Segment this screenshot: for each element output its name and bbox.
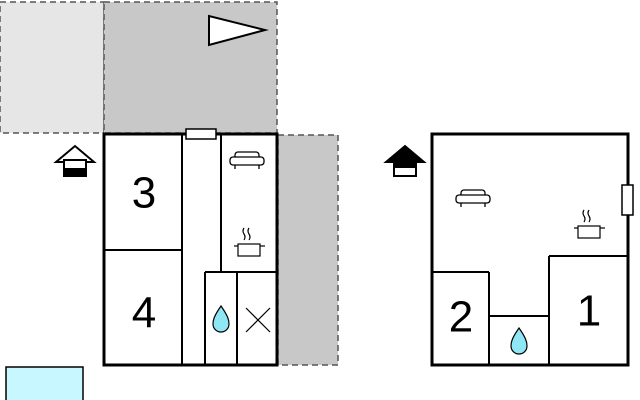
house-entrance-icon: [53, 144, 97, 177]
side-terrace-area: [277, 134, 339, 366]
ground-floor-plan: 3 4: [102, 128, 279, 367]
x-mark-icon: [245, 307, 271, 333]
room-number-label: 2: [449, 293, 473, 342]
room-number-label: 4: [132, 289, 156, 338]
house-entrance-icon: [383, 144, 427, 177]
room-number-label: 3: [132, 169, 156, 218]
sofa-icon: [229, 151, 265, 169]
window: [621, 184, 634, 216]
room-number-label: 1: [577, 287, 601, 336]
pool: [5, 366, 84, 400]
sofa-icon: [455, 189, 491, 207]
water-drop-icon: [212, 304, 230, 333]
water-drop-icon: [510, 326, 528, 355]
cooking-pot-icon: [574, 209, 605, 239]
window: [185, 128, 217, 140]
north-arrow-icon: [208, 14, 269, 47]
terrace-area: [103, 1, 278, 134]
cooking-pot-icon: [234, 227, 265, 257]
garden-area: [0, 1, 105, 134]
upper-floor-plan: 2 1: [430, 132, 634, 367]
